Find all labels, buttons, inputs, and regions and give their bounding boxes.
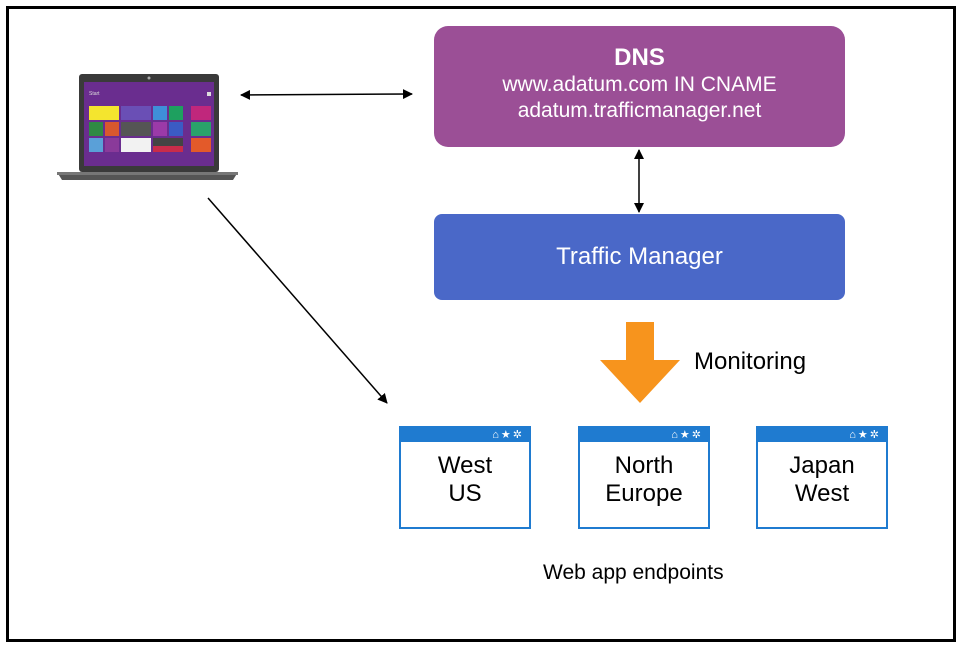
endpoint-name-line1: Japan [789,452,855,479]
endpoints-caption: Web app endpoints [543,561,724,584]
dns-line2: adatum.trafficmanager.net [517,99,762,122]
endpoint-name-line1: West [437,452,493,479]
dns-box: DNS www.adatum.com IN CNAME adatum.traff… [434,26,845,147]
endpoint-name-line2: Europe [605,480,683,507]
browser-toolbar-icon: ⌂★✲ [401,428,529,442]
endpoint-name-line2: West [794,480,850,507]
laptop-icon: Start [57,74,238,180]
dns-title: DNS [614,44,665,71]
endpoint-name-line1: North [614,452,674,479]
traffic-manager-label: Traffic Manager [556,243,723,270]
dns-line1: www.adatum.com IN CNAME [502,73,777,96]
laptop-dns-arrow [240,89,413,100]
endpoint-west-us: ⌂★✲ West US [399,426,531,529]
endpoint-japan-west: ⌂★✲ Japan West [756,426,888,529]
endpoint-north-europe: ⌂★✲ North Europe [578,426,710,529]
browser-toolbar-icon: ⌂★✲ [580,428,708,442]
endpoint-name-line2: US [448,480,482,507]
laptop-endpoint-arrow [207,197,388,404]
monitoring-label: Monitoring [694,348,807,375]
laptop-screen-label: Start [89,91,100,97]
traffic-manager-box: Traffic Manager [434,214,845,300]
monitoring-arrow [600,322,680,403]
browser-toolbar-icon: ⌂★✲ [758,428,886,442]
